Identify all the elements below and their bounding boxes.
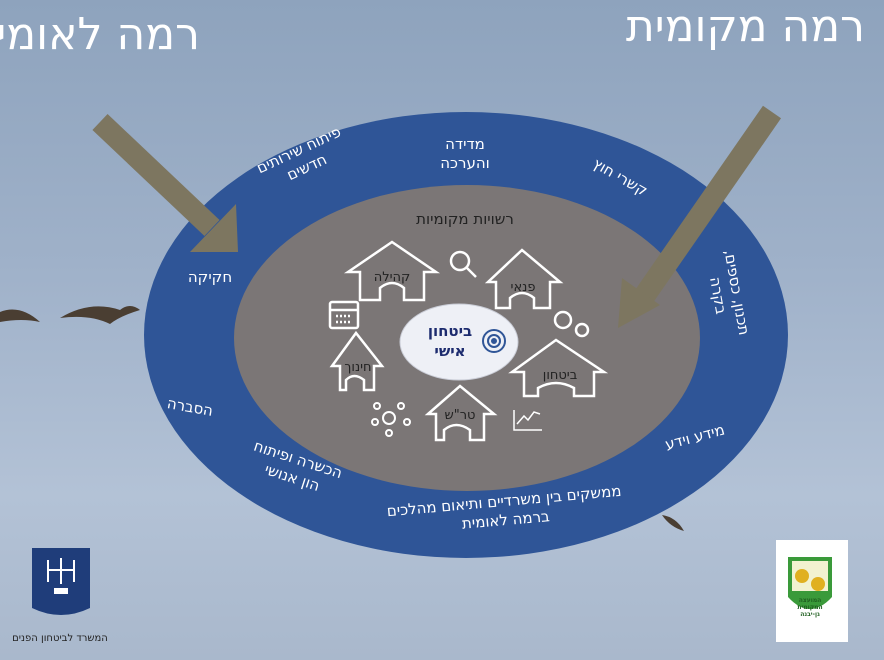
- title-national-level: רמה לאומית: [0, 9, 200, 60]
- arrow-national: [92, 114, 238, 252]
- house-security: [508, 338, 609, 398]
- house-label-education: חינוך: [344, 360, 372, 375]
- line-chart-icon: [513, 410, 542, 431]
- title-local-level: רמה מקומית: [625, 1, 865, 52]
- house-label-leisure: פנאי: [510, 280, 536, 295]
- house-community: [343, 240, 441, 302]
- house-tarash: [424, 384, 498, 442]
- magnifier-icon: [449, 250, 477, 278]
- house-leisure: [484, 248, 564, 310]
- house-education: [329, 330, 385, 392]
- birds-decoration: [0, 306, 684, 531]
- label-measurement: מדידה והערכה: [440, 135, 490, 172]
- municipality-logo-text: המועצה המקומית גן-יבנה: [797, 597, 823, 618]
- houses: [329, 240, 609, 442]
- center-label: ביטחון אישי: [427, 322, 473, 360]
- house-label-tarash: טר"ש: [444, 408, 476, 423]
- house-label-community: קהילה: [373, 270, 411, 285]
- target-icon: [482, 329, 506, 353]
- gears-icon: [553, 310, 590, 338]
- inner-title: רשויות מקומיות: [416, 210, 514, 228]
- house-label-security: ביטחון: [542, 368, 578, 383]
- arrow-local: [618, 105, 782, 328]
- municipality-logo: [776, 540, 848, 642]
- state-emblem-logo: [32, 548, 90, 615]
- network-icon: [371, 402, 411, 437]
- center-personal-security: [399, 303, 519, 381]
- calendar-icon: [328, 300, 360, 330]
- ministry-name: המשרד לביטחון הפנים: [12, 633, 108, 644]
- label-legislation: חקיקה: [187, 268, 233, 286]
